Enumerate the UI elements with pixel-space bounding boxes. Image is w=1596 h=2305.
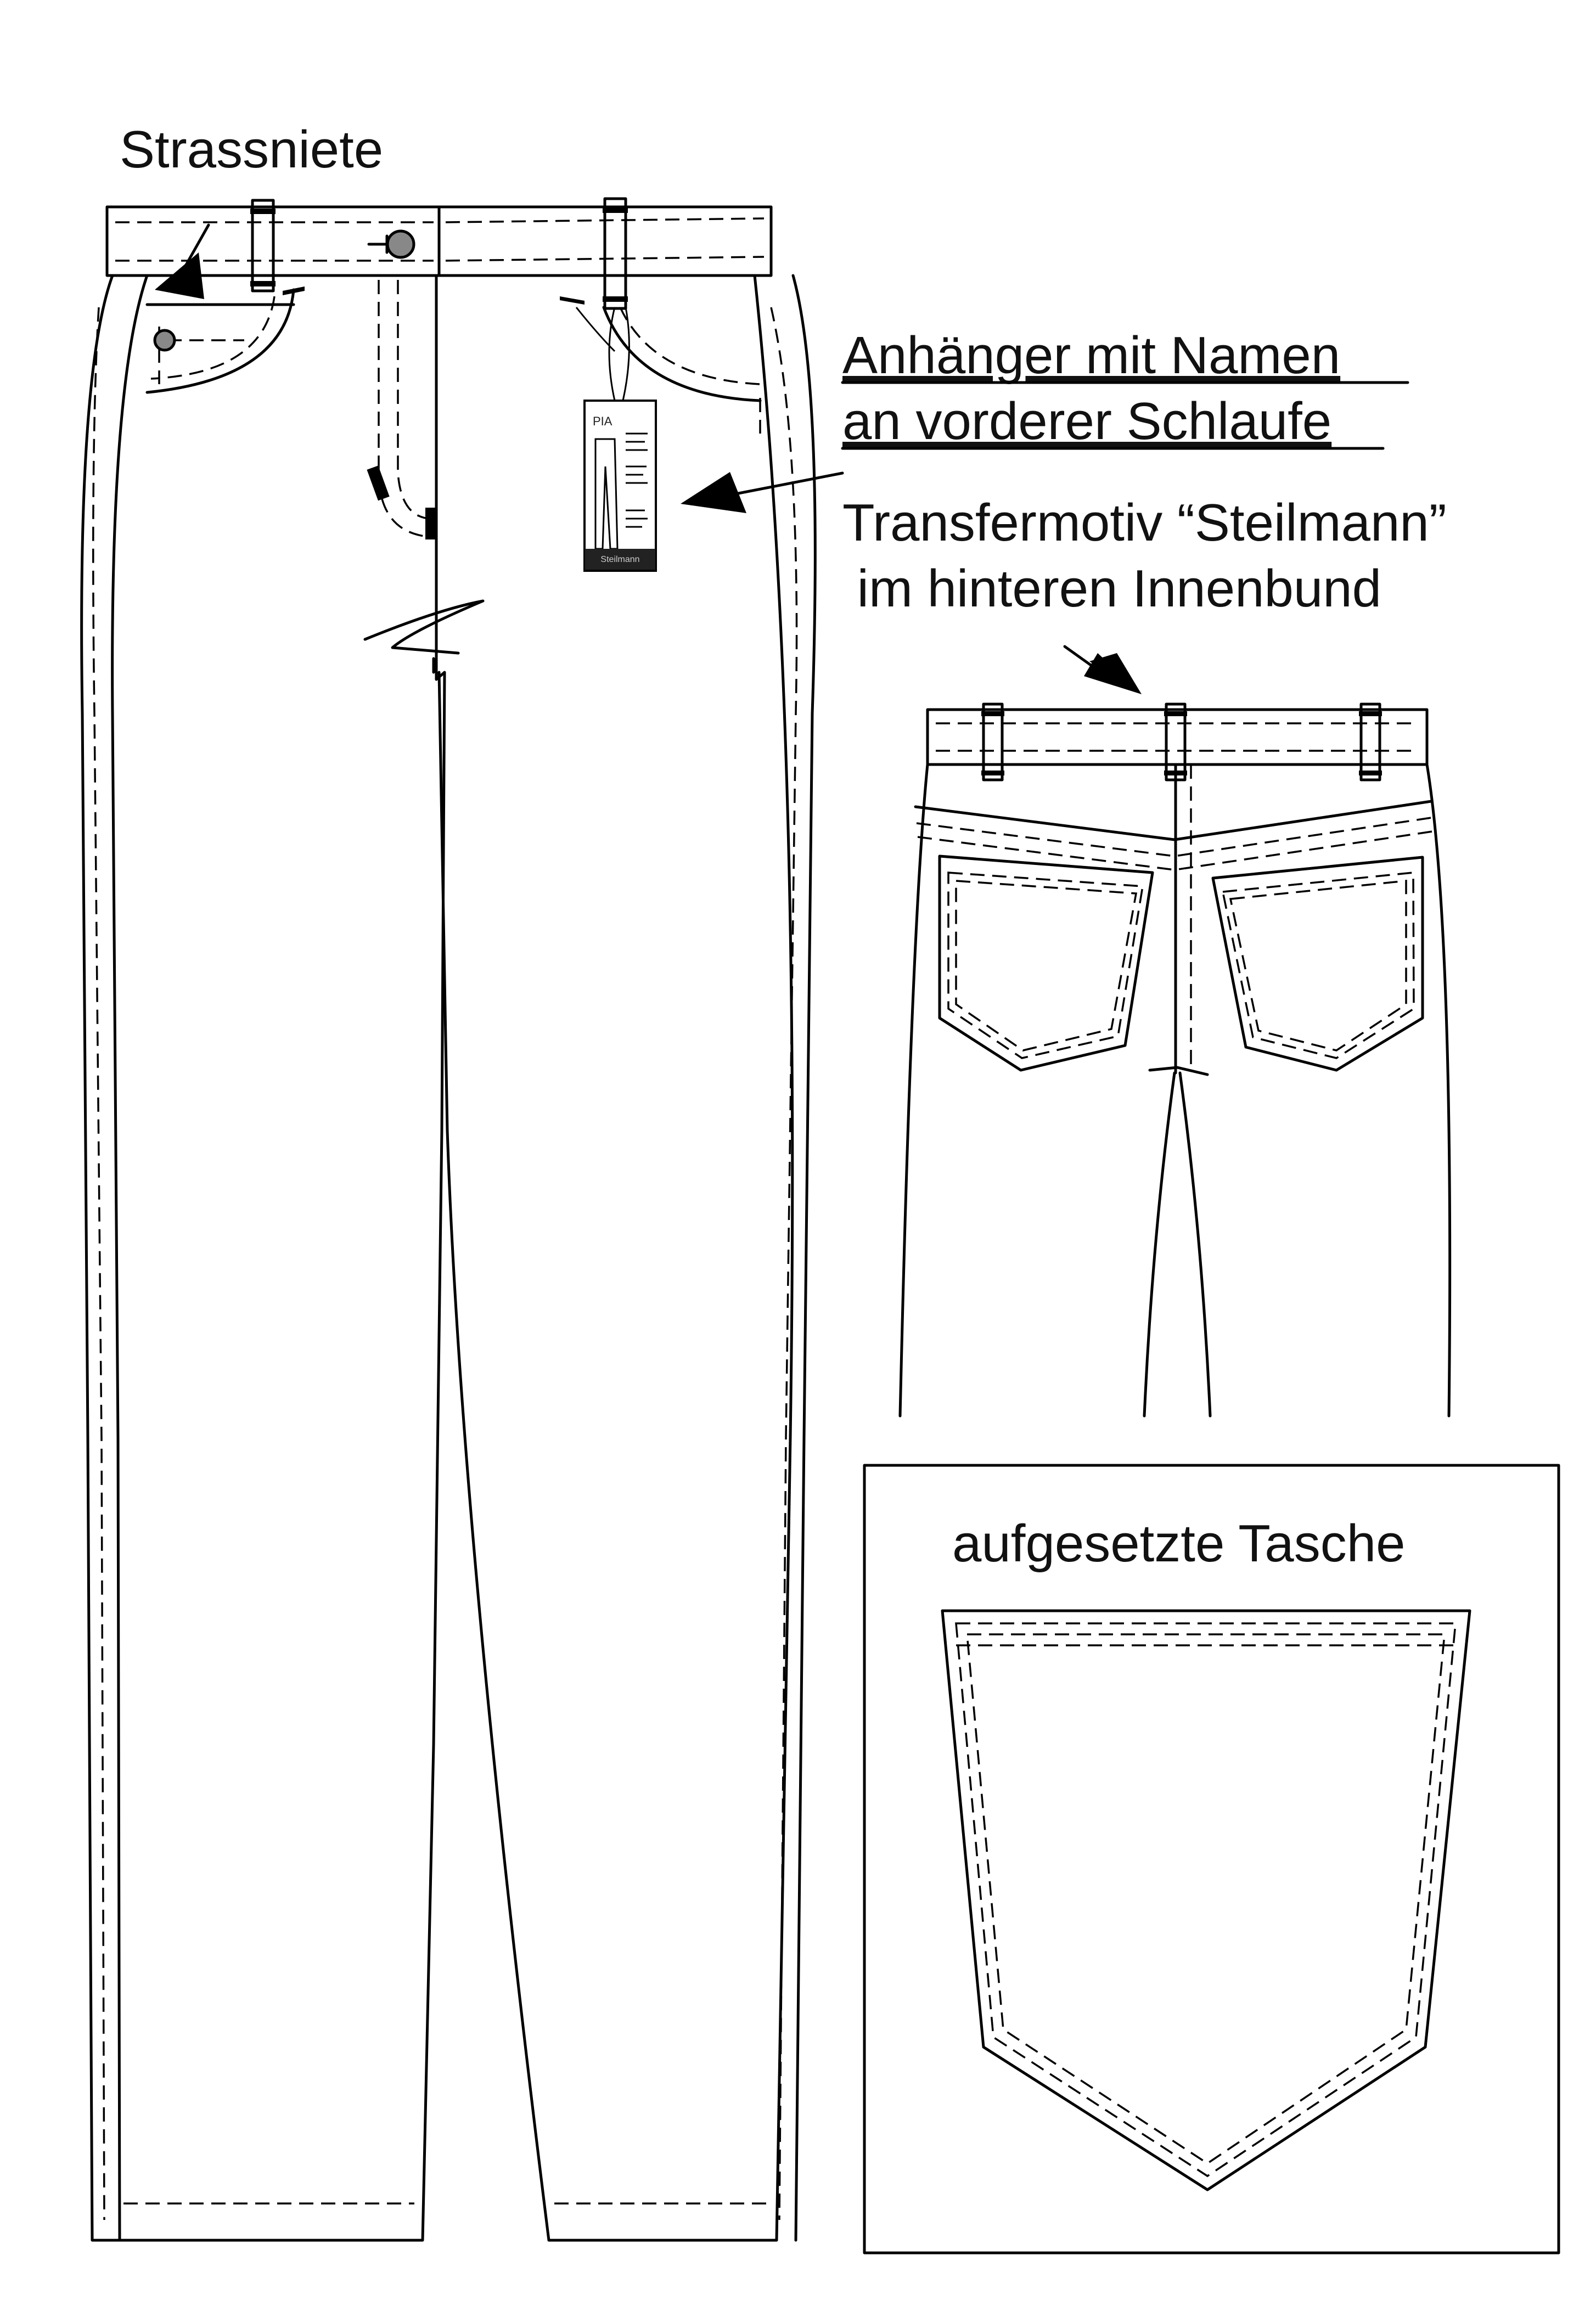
front-belt-loop-left (250, 199, 276, 293)
arrow-hang-tag (681, 471, 844, 513)
waist-button (367, 229, 415, 259)
label-transfer-line1: Transfermotiv “Steilmann” (842, 493, 1447, 552)
front-belt-loop-right (603, 197, 628, 310)
arrow-transfer-motif (1063, 645, 1142, 694)
hang-tag: PIA Steilmann (583, 307, 657, 572)
rhinestone-rivet (153, 329, 176, 352)
label-hang-tag-line2: an vorderer Schlaufe (842, 392, 1331, 451)
label-patch-pocket: aufgesetzte Tasche (952, 1514, 1405, 1573)
back-belt-loops (981, 702, 1382, 782)
back-pocket-right (1211, 856, 1424, 1072)
front-waistband (105, 205, 773, 277)
arrow-rivet (155, 223, 210, 299)
front-leg-right (437, 274, 817, 2242)
label-hang-tag-line1: Anhänger mit Namen (842, 326, 1340, 385)
tag-name-text: PIA (593, 414, 612, 428)
patch-pocket-panel (863, 1464, 1560, 2255)
tag-brand-text: Steilmann (600, 555, 639, 564)
back-view (898, 702, 1452, 1418)
front-leg-left (80, 274, 485, 2242)
front-view: PIA Steilmann (80, 197, 817, 2242)
back-pocket-left (938, 854, 1154, 1072)
label-rivet: Strassniete (120, 120, 383, 179)
back-waistband (926, 708, 1429, 766)
label-transfer-line2: im hinteren Innenbund (842, 559, 1381, 618)
